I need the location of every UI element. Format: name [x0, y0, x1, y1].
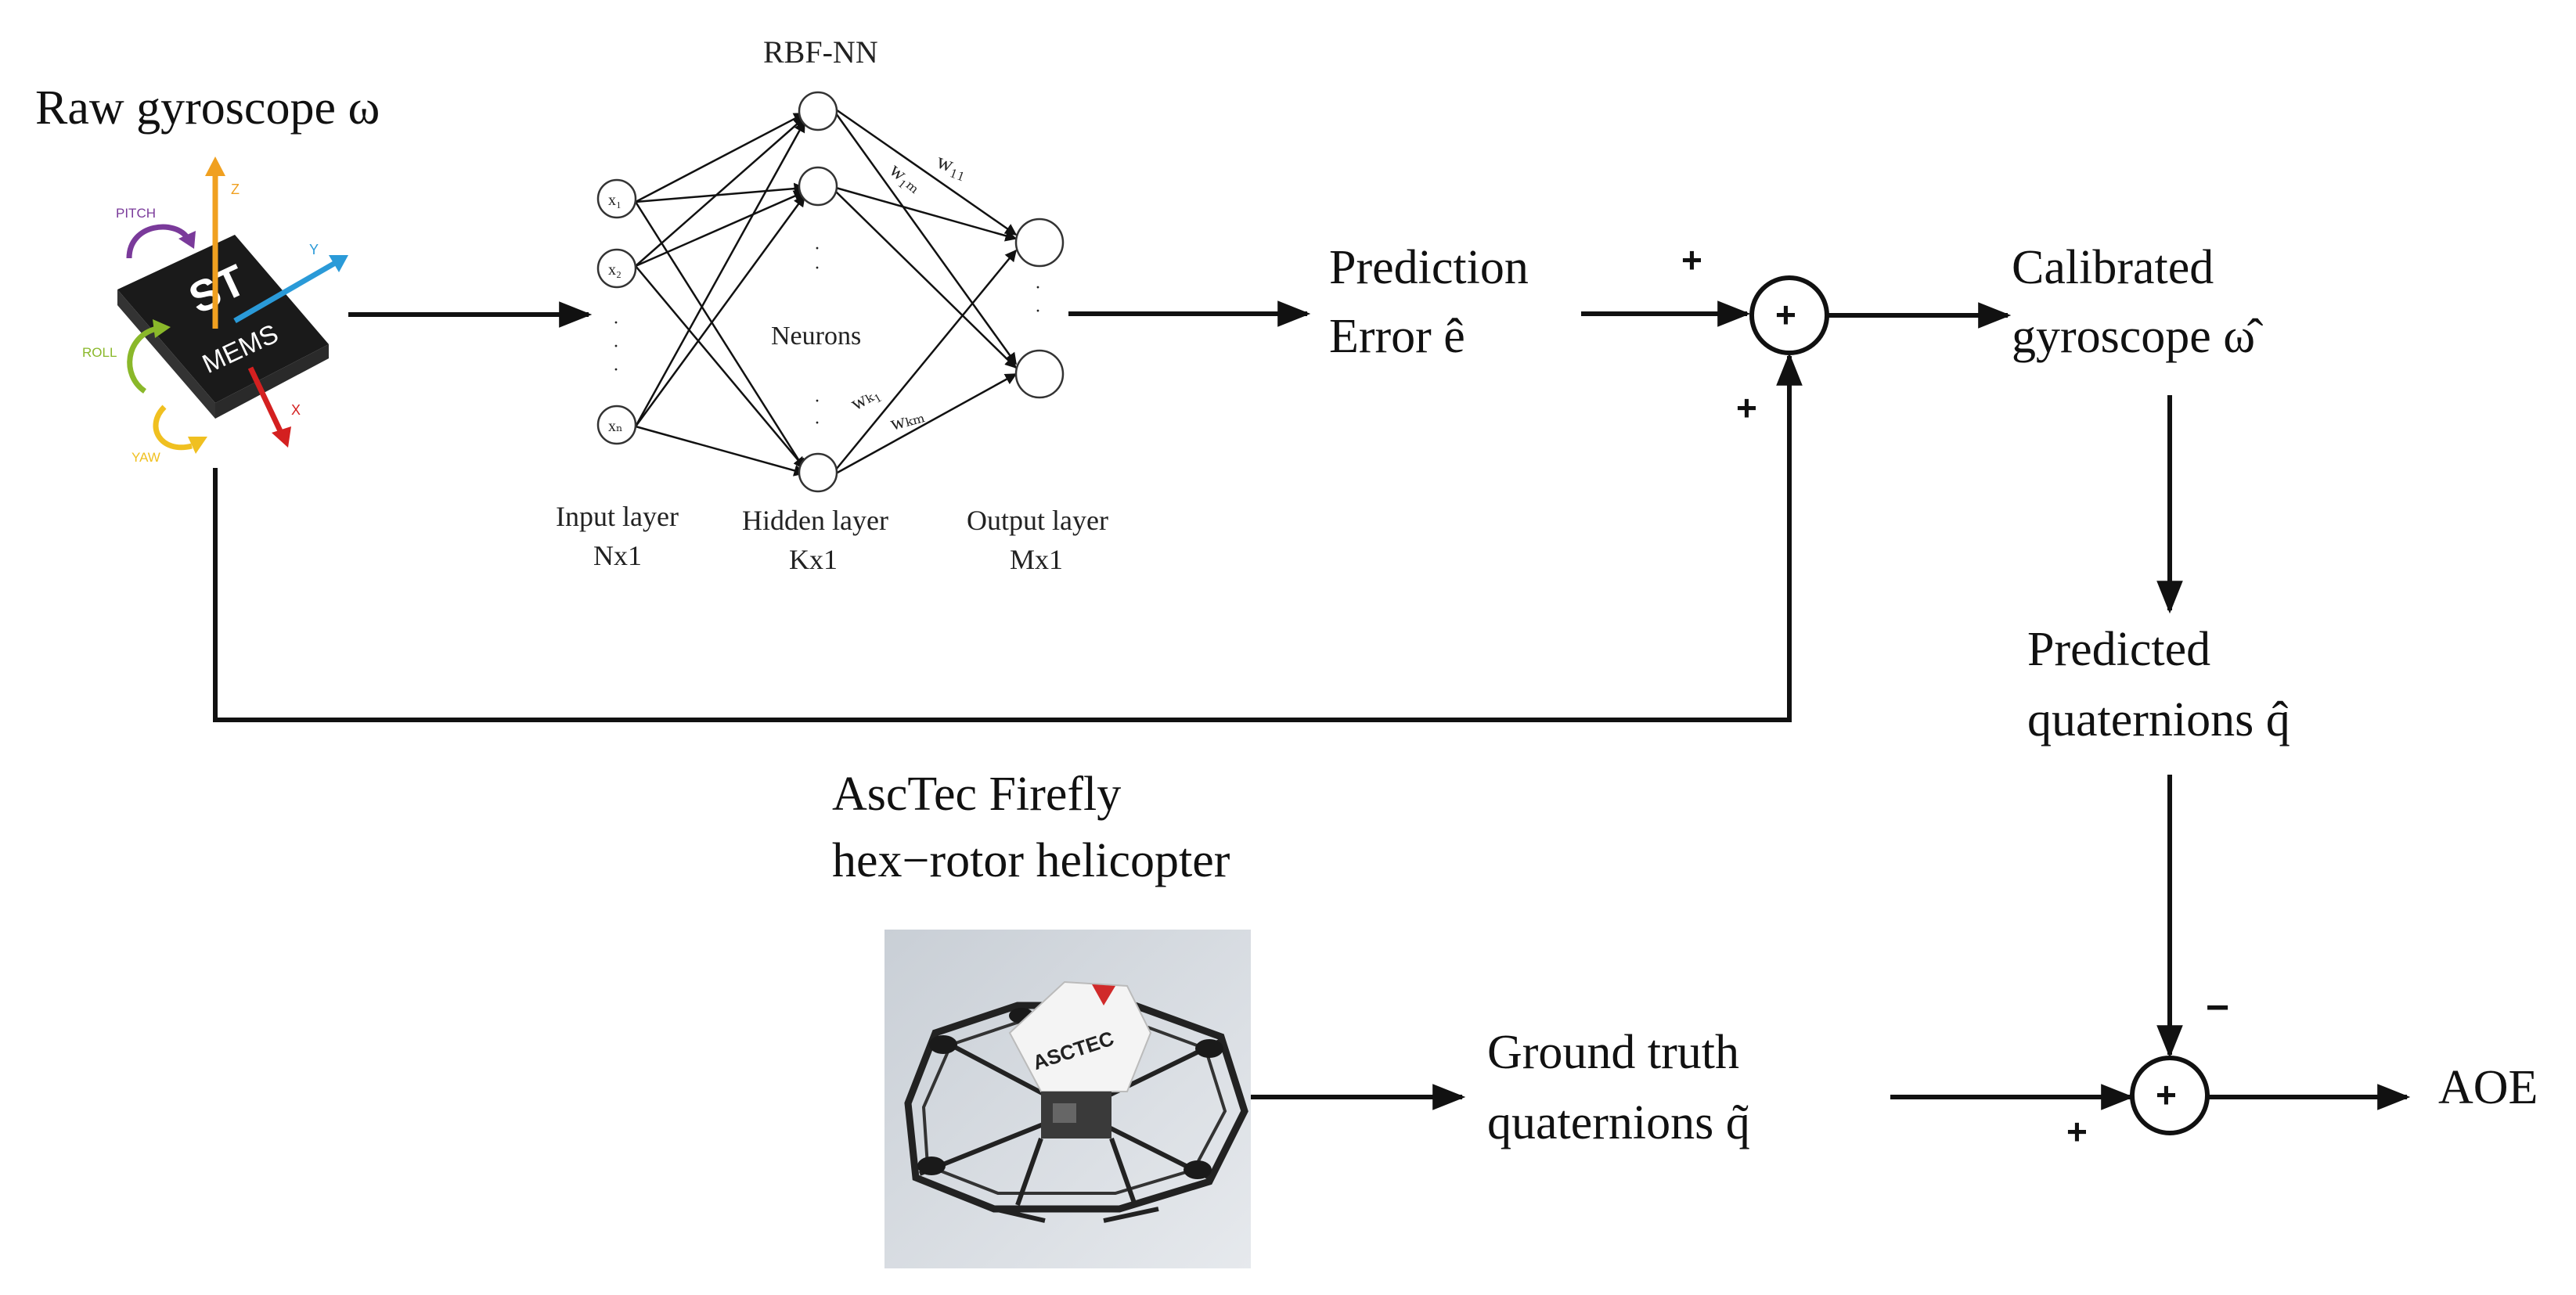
hidden-node-k — [798, 452, 838, 493]
sum1-plus-bottom: + — [1736, 387, 1757, 428]
sum1-plus-top: + — [1681, 239, 1702, 280]
hidden-ellipsis-4: · — [814, 413, 820, 433]
prediction-error-label-2: Error ê — [1329, 310, 1465, 363]
hidden-node-2 — [798, 166, 838, 207]
output-layer-dim: Mx1 — [1010, 544, 1063, 575]
output-node-m — [1014, 349, 1065, 399]
y-axis-label: Y — [309, 242, 319, 257]
svg-text:+: + — [1775, 294, 1796, 335]
prediction-error-label-1: Prediction — [1329, 241, 1529, 294]
hidden-ellipsis-3: · — [814, 391, 820, 412]
asctec-label-1: AscTec Firefly — [832, 768, 1121, 821]
predicted-quaternions-label-1: Predicted — [2027, 623, 2210, 676]
hidden-layer-label: Hidden layer — [742, 505, 888, 536]
ground-truth-label-1: Ground truth — [1487, 1026, 1739, 1079]
sum-junction-1: + — [1749, 275, 1829, 355]
weight-wk1: wₖ₁ — [847, 380, 884, 415]
calibrated-gyroscope-label-1: Calibrated — [2012, 241, 2214, 294]
x-axis-label: X — [291, 402, 301, 418]
input-node-n — [596, 405, 637, 445]
neurons-label: Neurons — [771, 322, 861, 351]
rbf-nn-diagram: RBF-NN x₁ x₂ · · · — [556, 34, 1108, 575]
input-node-1-label: x₁ — [608, 192, 621, 209]
yaw-label: YAW — [132, 450, 160, 465]
input-ellipsis-2: · — [613, 336, 619, 357]
output-ellipsis: · — [1035, 278, 1041, 298]
hidden-ellipsis: · — [814, 239, 820, 259]
roll-label: ROLL — [82, 345, 117, 360]
input-ellipsis: · — [613, 313, 619, 333]
rbf-nn-title: RBF-NN — [763, 34, 878, 70]
input-hidden-connections — [634, 112, 806, 477]
input-node-n-label: xₙ — [608, 418, 623, 435]
weight-w11: w₁₁ — [934, 149, 971, 182]
drone-image: ASCTEC — [884, 930, 1251, 1268]
output-layer-label: Output layer — [967, 505, 1108, 536]
sum2-minus-top: − — [2206, 985, 2229, 1031]
sum2-plus-left: + — [2066, 1111, 2088, 1152]
weight-wkm: wₖₘ — [888, 404, 927, 434]
output-ellipsis-2: · — [1035, 301, 1041, 322]
feedback-path — [213, 352, 1803, 722]
input-layer-label: Input layer — [556, 501, 679, 532]
mems-gyroscope-icon: ST MEMS Z Y X PITCH ROLL YAW — [82, 156, 348, 465]
output-node-1 — [1014, 218, 1065, 268]
hidden-node-1 — [798, 91, 838, 131]
calibrated-gyroscope-label-2: gyroscope ω̂ — [2012, 310, 2263, 363]
hidden-layer-dim: Kx1 — [789, 544, 838, 575]
svg-text:+: + — [2156, 1074, 2177, 1115]
sum-junction-2: + — [2130, 1056, 2210, 1135]
ground-truth-label-2: quaternions q̃ — [1487, 1096, 1750, 1149]
input-ellipsis-3: · — [613, 360, 619, 380]
input-node-2 — [596, 248, 637, 289]
predicted-quaternions-label-2: quaternions q̂ — [2027, 693, 2290, 746]
raw-gyroscope-label: Raw gyroscope ω — [35, 81, 380, 135]
aoe-label: AOE — [2438, 1061, 2538, 1114]
z-axis-label: Z — [231, 182, 240, 197]
input-node-2-label: x₂ — [608, 261, 621, 279]
pitch-label: PITCH — [116, 206, 156, 221]
input-node-1 — [596, 178, 637, 219]
asctec-label-2: hex−rotor helicopter — [832, 834, 1230, 887]
input-layer-dim: Nx1 — [593, 540, 642, 571]
hidden-ellipsis-2: · — [814, 258, 820, 279]
hidden-output-connections — [834, 108, 1018, 475]
